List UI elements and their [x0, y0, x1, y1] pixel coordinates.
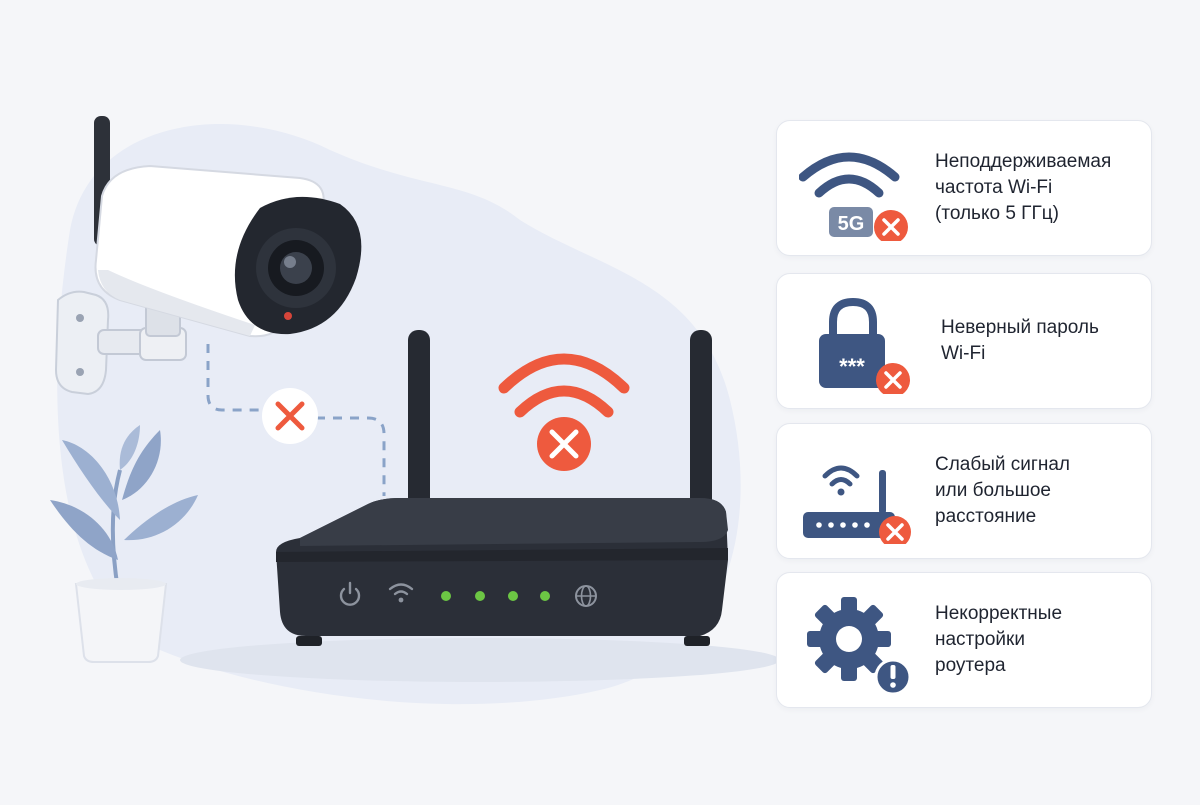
potted-plant	[50, 425, 198, 663]
issue-label: Неверный пароль Wi-Fi	[941, 317, 1099, 364]
floor-shadow	[180, 638, 780, 682]
issue-label: Неподдерживаемая частота Wi-Fi (только 5…	[935, 151, 1112, 224]
router-antenna	[408, 330, 430, 520]
issue-label: Слабый сигнал или большое расстояние	[935, 454, 1070, 527]
connection-line	[206, 344, 266, 412]
led	[540, 591, 550, 601]
led	[508, 591, 518, 601]
wifi-5g-error-icon: 5G	[799, 152, 908, 241]
led	[441, 591, 451, 601]
frequency-badge: 5G	[838, 213, 865, 235]
error-x-icon	[879, 516, 911, 544]
password-mask: ***	[839, 354, 865, 379]
security-camera	[54, 116, 362, 396]
disconnected-x-icon	[262, 388, 318, 444]
padlock-icon: ***	[819, 297, 910, 394]
router-wifi-icon	[388, 583, 414, 603]
error-x-icon	[874, 210, 908, 241]
power-icon	[339, 581, 361, 606]
wifi-router	[276, 498, 728, 646]
weak-signal-router-icon	[803, 465, 911, 544]
issue-card-router-settings: Некорректные настройки роутера	[776, 572, 1152, 708]
issue-card-wifi-frequency: 5G Неподдерживаемая частота Wi-Fi (тольк…	[776, 120, 1152, 256]
warning-exclamation-icon	[874, 658, 912, 693]
led	[475, 591, 485, 601]
globe-icon	[575, 585, 597, 607]
wifi-error-icon	[498, 353, 630, 471]
connection-line	[316, 416, 386, 496]
issue-card-wrong-password: *** Неверный пароль Wi-Fi	[776, 273, 1152, 409]
router-antenna	[690, 330, 712, 520]
issue-label: Некорректные настройки роутера	[935, 603, 1063, 676]
issue-card-weak-signal: Слабый сигнал или большое расстояние	[776, 423, 1152, 559]
gear-icon	[807, 597, 912, 693]
error-x-icon	[876, 363, 910, 394]
